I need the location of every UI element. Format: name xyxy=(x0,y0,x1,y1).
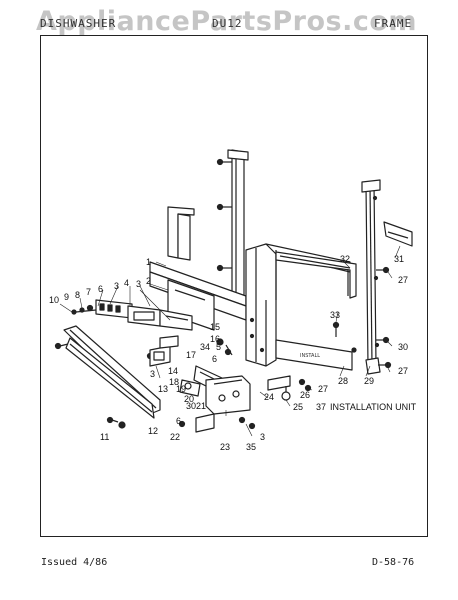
callout-22: 22 xyxy=(170,432,180,442)
callout-16: 16 xyxy=(210,334,220,344)
callout-33: 33 xyxy=(330,310,340,320)
callout-32: 32 xyxy=(340,254,350,264)
callout-3b: 3 xyxy=(114,281,119,291)
callout-19: 19 xyxy=(176,384,186,394)
callout-13: 13 xyxy=(158,384,168,394)
callout-8: 8 xyxy=(75,290,80,300)
installation-plate: INSTALL xyxy=(275,321,357,371)
callout-30b: 30 xyxy=(186,401,196,411)
diagram-border xyxy=(40,35,428,537)
right-side-rail xyxy=(361,179,381,375)
callout-34: 34 xyxy=(200,342,210,352)
callout-11: 11 xyxy=(100,432,109,442)
lower-bracket-23 xyxy=(178,375,256,433)
callout-9: 9 xyxy=(64,292,69,302)
callout-15: 15 xyxy=(210,322,220,332)
rear-brace xyxy=(275,251,357,299)
page-code: D-58-76 xyxy=(372,557,415,568)
callout-6b: 6 xyxy=(212,354,217,364)
callout-3c: 3 xyxy=(150,369,155,379)
callout-21: 21 xyxy=(196,401,206,411)
panel-rail-12 xyxy=(65,337,155,419)
callout-3d: 3 xyxy=(260,432,265,442)
callout-27b: 27 xyxy=(398,275,408,285)
callout-12: 12 xyxy=(148,426,158,436)
callout-labels: 1 2 3 4 3 6 7 8 9 10 11 12 13 14 15 16 1… xyxy=(49,254,417,452)
callout-31: 31 xyxy=(394,254,404,264)
callout-30: 30 xyxy=(398,342,408,352)
callout-14: 14 xyxy=(168,366,178,376)
callout-2: 2 xyxy=(146,276,151,286)
selector-knob-parts xyxy=(71,304,97,315)
callout-27a: 27 xyxy=(318,384,328,394)
leader-lines xyxy=(59,245,401,437)
callout-35: 35 xyxy=(246,442,256,452)
header-model: DU12 xyxy=(212,17,243,30)
callout-29: 29 xyxy=(364,376,374,386)
callout-27c: 27 xyxy=(398,366,408,376)
control-switch-block xyxy=(95,299,193,331)
svg-text:INSTALL: INSTALL xyxy=(300,353,320,359)
callout-5: 5 xyxy=(216,342,221,352)
left-side-bracket xyxy=(167,206,195,261)
installation-unit-label: INSTALLATION UNIT xyxy=(330,402,417,412)
callout-18: 18 xyxy=(169,377,179,387)
callout-28: 28 xyxy=(338,376,348,386)
callout-4: 4 xyxy=(124,278,129,288)
callout-1: 1 xyxy=(146,257,151,267)
issued-date: Issued 4/86 xyxy=(41,557,108,568)
callout-7: 7 xyxy=(86,287,91,297)
left-upright-post xyxy=(227,149,249,301)
header-section: FRAME xyxy=(374,17,413,30)
callout-26: 26 xyxy=(300,390,310,400)
callout-10: 10 xyxy=(49,295,59,305)
door-latch-assembly xyxy=(149,335,233,397)
callout-6a: 6 xyxy=(98,284,103,294)
callout-3a: 3 xyxy=(136,279,141,289)
callout-37: 37 xyxy=(316,402,326,412)
callout-24: 24 xyxy=(264,392,274,402)
header-appliance: DISHWASHER xyxy=(40,17,117,30)
callout-25: 25 xyxy=(293,402,303,412)
callout-17: 17 xyxy=(186,350,196,360)
callout-23: 23 xyxy=(220,442,230,452)
watermark: AppliancePartsPros.com xyxy=(36,6,418,37)
screw-right xyxy=(376,266,392,369)
callout-20: 20 xyxy=(184,394,194,404)
screw-upper xyxy=(216,158,232,272)
callout-6c: 6 xyxy=(176,416,181,426)
leveling-foot xyxy=(267,375,312,401)
right-bracket-31 xyxy=(383,221,413,247)
